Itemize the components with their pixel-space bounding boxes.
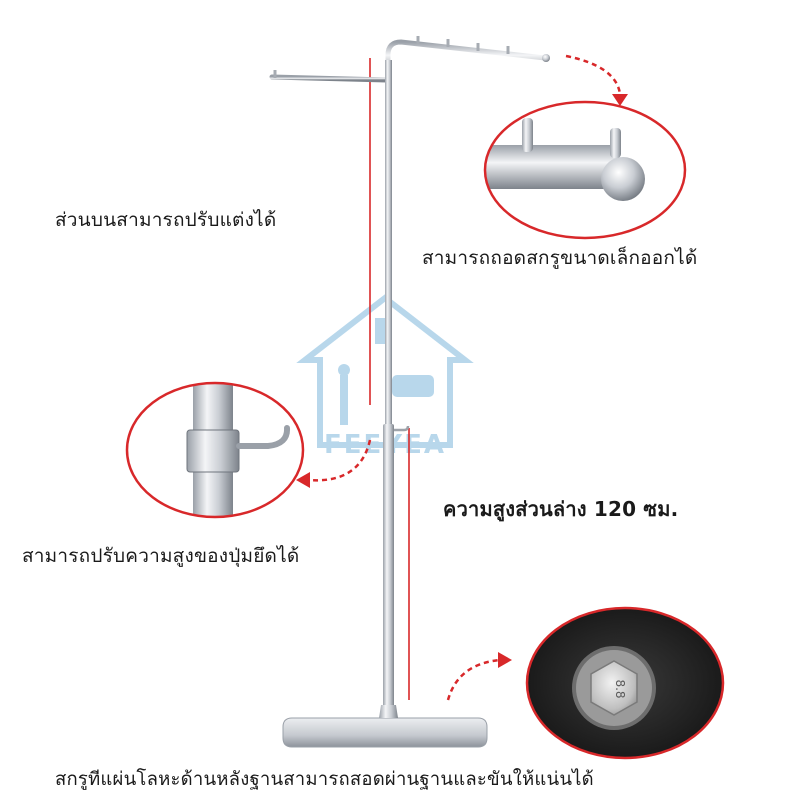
upper-pole <box>385 60 392 430</box>
arrow-mid-head <box>296 472 310 488</box>
label-removable-screws: สามารถถอดสกรูขนาดเล็กออกได้ <box>422 247 698 269</box>
label-lower-height: ความสูงส่วนล่าง 120 ซม. <box>443 497 679 521</box>
zoom-detail-base-screw: 8.8 <box>525 606 725 760</box>
height-knob <box>394 425 410 432</box>
arrow-bottom <box>446 658 501 701</box>
left-crossbar <box>269 70 391 83</box>
zoom-detail-top-arm <box>483 100 687 240</box>
base-plate <box>282 705 488 748</box>
label-knob-adjustable: สามารถปรับความสูงของปุ่มยึดได้ <box>22 545 300 567</box>
collar <box>383 424 394 436</box>
arrow-bottom-head <box>498 652 512 668</box>
arrow-top <box>565 54 622 95</box>
arrow-top-head <box>612 94 628 106</box>
arrow-mid <box>307 439 372 482</box>
top-arm <box>385 36 550 78</box>
zoom-detail-knob <box>125 381 305 519</box>
bolt-marking: 8.8 <box>613 679 627 698</box>
watermark-logo: FEEYEA <box>296 294 474 460</box>
label-base-screw: สกรูทีแผ่นโลหะด้านหลังฐานสามารถสอดผ่านฐา… <box>55 769 594 790</box>
label-top-adjustable: ส่วนบนสามารถปรับแต่งได้ <box>55 209 277 231</box>
lower-pole <box>383 434 394 716</box>
